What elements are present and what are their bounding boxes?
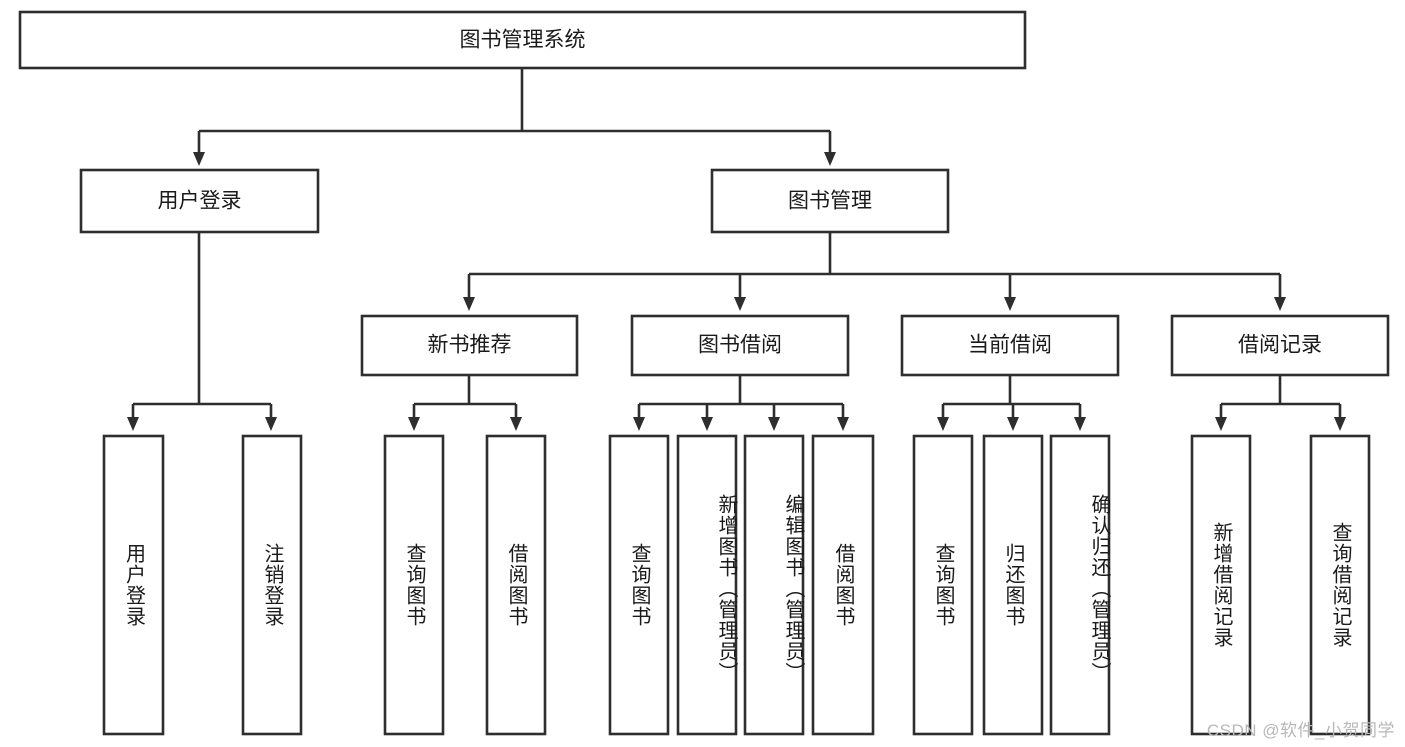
connectors-group [127,68,1346,431]
node-book-borrow[interactable] [630,314,850,377]
node-book-manage[interactable] [710,168,950,234]
node-leaf-query-book-1[interactable] [383,434,445,736]
node-leaf-return-book[interactable] [982,434,1044,736]
arrowhead-leaf-edit-book [768,417,780,431]
node-new-book-recommend-label: 新书推荐 [428,334,512,357]
arrowhead-leaf-query-borrow-record [1334,417,1346,431]
node-user-login-label: 用户登录 [158,190,242,213]
node-root-图书管理系统[interactable] [18,10,1027,70]
arrowhead-leaf-query-book-1 [408,417,420,431]
arrowhead-current-borrow [1004,297,1016,311]
node-leaf-user-logout[interactable] [241,434,303,736]
node-book-borrow-label: 图书借阅 [698,334,782,357]
node-leaf-edit-book[interactable] [743,434,805,736]
node-current-borrow[interactable] [900,314,1120,377]
arrowhead-book-borrow [734,297,746,311]
node-new-book-recommend[interactable] [360,314,579,377]
arrowhead-leaf-return-book [1007,417,1019,431]
node-borrow-record[interactable] [1170,314,1390,377]
arrowhead-leaf-add-book [701,417,713,431]
arrowhead-leaf-borrow-book-1 [510,417,522,431]
node-user-login[interactable] [79,168,320,234]
node-leaf-user-login[interactable] [102,434,165,736]
node-leaf-add-book[interactable] [676,434,738,736]
node-leaf-query-book-3[interactable] [912,434,974,736]
csdn-watermark: CSDN @软件_小贺同学 [1206,721,1395,740]
arrowhead-new-book-recommend [463,297,475,311]
node-current-borrow-label: 当前借阅 [968,334,1052,357]
arrowhead-borrow-record [1274,297,1286,311]
node-borrow-record-label: 借阅记录 [1238,334,1322,357]
arrowhead-user-login [193,152,205,166]
arrowhead-leaf-confirm-return [1074,417,1086,431]
node-leaf-borrow-book-2[interactable] [811,434,875,736]
node-boxes-group: 图书管理系统 用户登录 图书管理 新书推荐 图书借阅 当前借阅 借阅记录 [18,10,1390,736]
node-book-manage-label: 图书管理 [788,190,872,213]
arrowhead-book-manage [824,152,836,166]
arrowhead-leaf-query-book-3 [937,417,949,431]
node-root-label: 图书管理系统 [460,29,586,52]
node-leaf-borrow-book-1[interactable] [485,434,547,736]
node-leaf-add-borrow-record[interactable] [1190,434,1252,736]
node-leaf-query-borrow-record[interactable] [1309,434,1371,736]
node-leaf-confirm-return[interactable] [1049,434,1111,736]
arrowhead-leaf-add-borrow-record [1215,417,1227,431]
arrowhead-leaf-user-logout [265,417,277,431]
arrowhead-leaf-user-login [127,417,139,431]
node-leaf-query-book-2[interactable] [608,434,670,736]
arrowhead-leaf-borrow-book-2 [837,417,849,431]
arrowhead-leaf-query-book-2 [633,417,645,431]
